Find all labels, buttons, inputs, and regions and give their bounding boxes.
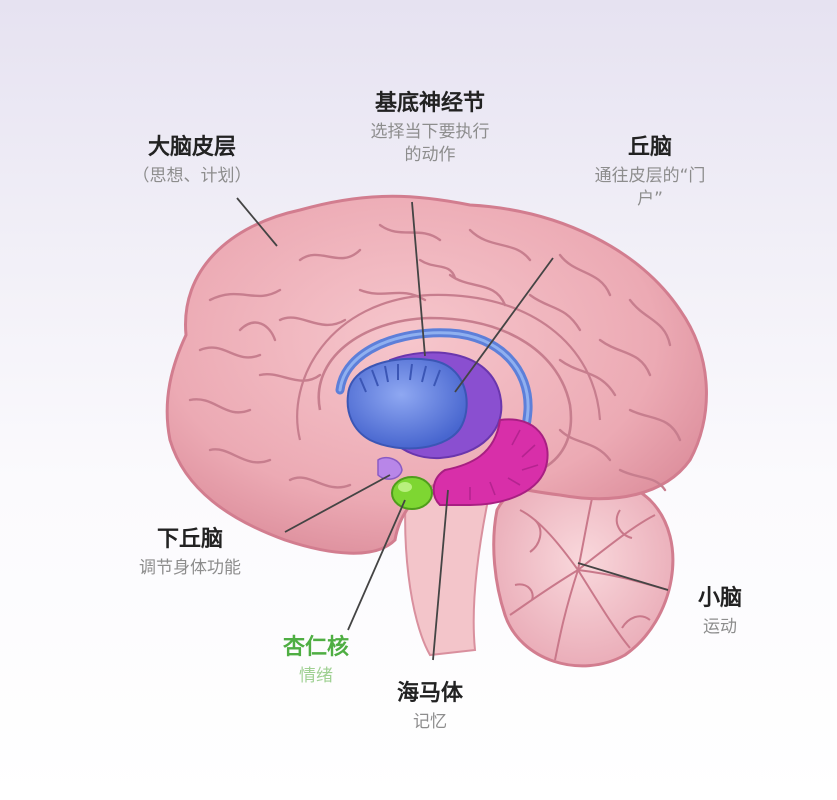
- label-title: 丘脑: [627, 135, 672, 160]
- label-desc: （思想、计划）: [132, 165, 252, 186]
- label-thalamus: 丘脑 通往皮层的“门 户”: [555, 134, 745, 210]
- label-hypothalamus: 下丘脑 调节身体功能: [100, 526, 280, 579]
- leader-hippocampus: [432, 489, 449, 661]
- label-amygdala: 杏仁核 情绪: [256, 634, 376, 687]
- label-desc-line2: 的动作: [404, 144, 456, 165]
- label-title: 杏仁核: [282, 635, 349, 660]
- label-cerebellum: 小脑 运动: [665, 585, 775, 638]
- label-title: 海马体: [396, 681, 463, 706]
- label-desc-line2: 户”: [637, 188, 663, 209]
- leader-cortex: [236, 197, 278, 247]
- label-desc: 记忆: [413, 711, 447, 732]
- label-title: 下丘脑: [156, 527, 223, 552]
- leader-hypothal: [284, 474, 391, 533]
- label-desc: 运动: [703, 616, 737, 637]
- label-hippocampus: 海马体 记忆: [370, 680, 490, 733]
- basal-ganglia: [346, 357, 468, 450]
- label-desc-line1: 选择当下要执行: [370, 121, 490, 142]
- hypothalamus: [377, 457, 403, 480]
- leader-basal: [411, 201, 426, 357]
- label-basal-ganglia: 基底神经节 选择当下要执行 的动作: [330, 90, 530, 166]
- label-desc: 情绪: [299, 665, 333, 686]
- label-desc: 调节身体功能: [139, 557, 241, 578]
- label-cerebral-cortex: 大脑皮层 （思想、计划）: [92, 134, 292, 187]
- leader-thalamus: [454, 257, 554, 393]
- label-title: 大脑皮层: [147, 135, 236, 160]
- leader-cerebellum: [577, 562, 669, 591]
- label-title: 小脑: [697, 586, 742, 611]
- amygdala: [391, 476, 433, 510]
- label-title: 基底神经节: [374, 91, 485, 116]
- label-desc-line1: 通往皮层的“门: [594, 165, 706, 186]
- cerebellum: [492, 472, 675, 668]
- brainstem: [404, 468, 490, 657]
- leader-amygdala: [347, 499, 406, 631]
